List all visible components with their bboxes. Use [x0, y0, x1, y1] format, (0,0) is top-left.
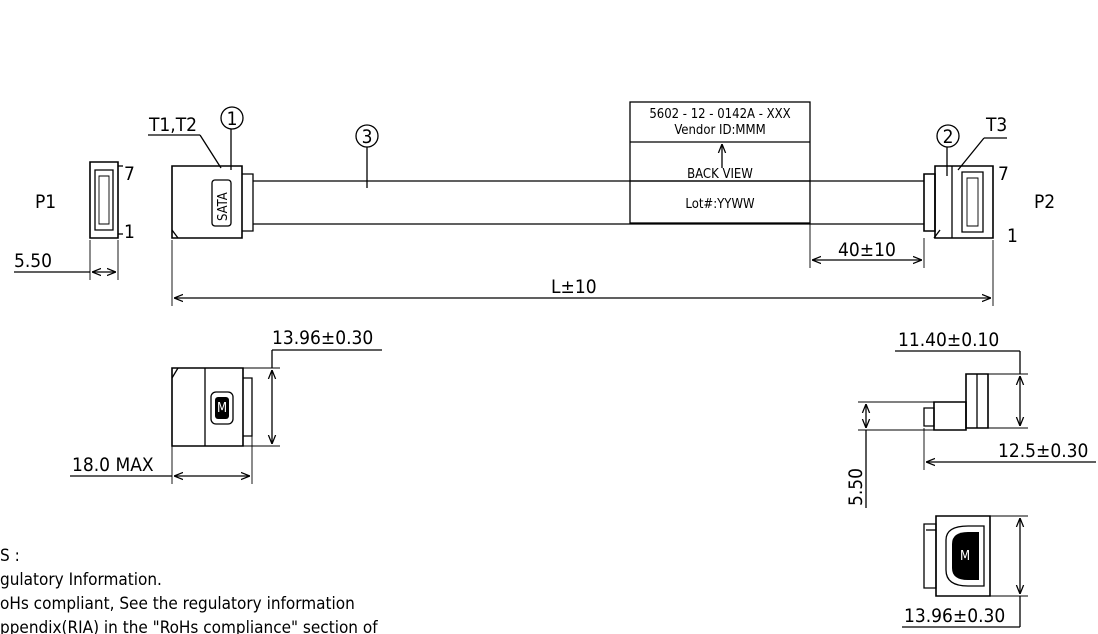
svg-text:T1,T2: T1,T2	[148, 114, 197, 136]
svg-text:1: 1	[1007, 225, 1018, 247]
vendor-id-text: Vendor ID:MMM	[674, 123, 765, 138]
svg-text:40±10: 40±10	[838, 239, 896, 261]
right-bottom-dim: 13.96±0.30	[904, 605, 1005, 627]
left-connector-body: SATA	[171, 165, 254, 239]
left-connector-side-view: M 13.96±0.30 18.0 MAX	[70, 327, 382, 484]
right-top-dim: 11.40±0.10	[898, 329, 999, 351]
svg-text:oHs compliant, See the reg: oHs compliant, See the regulatory inform…	[0, 594, 355, 614]
svg-text:P2: P2	[1034, 191, 1055, 213]
right-connector-body	[923, 165, 994, 239]
svg-text:3: 3	[362, 126, 373, 148]
p1-width-dim: 5.50	[14, 250, 52, 272]
right-connector-side-view: 11.40±0.10 12.5±0.30 5.50	[845, 329, 1096, 508]
balloon-2: 2	[936, 124, 960, 176]
svg-text:S :: S :	[0, 546, 20, 566]
svg-text:7: 7	[124, 163, 135, 185]
balloon-3: 3	[355, 124, 379, 188]
strip-length-dimension: 40±10	[809, 224, 925, 268]
p1-connector-face: P1 7 1 5.50	[14, 161, 135, 280]
svg-text:T3: T3	[985, 114, 1007, 136]
svg-text:2: 2	[943, 126, 954, 148]
svg-text:M: M	[960, 549, 970, 564]
notes-block: S : gulatory Information. oHs compliant,…	[0, 546, 378, 634]
sata-marking: SATA	[216, 192, 231, 221]
svg-text:M: M	[217, 401, 227, 416]
svg-text:gulatory Information.: gulatory Information.	[0, 570, 162, 590]
right-offset-dim: 12.5±0.30	[998, 440, 1088, 462]
svg-text:ppendix(RIA) in the "RoHs: ppendix(RIA) in the "RoHs compliance" se…	[0, 618, 378, 634]
left-depth-dim: 18.0 MAX	[72, 454, 154, 476]
balloon-1: 1	[220, 106, 244, 170]
svg-text:L±10: L±10	[551, 276, 597, 298]
cable-label-box: 5602 - 12 - 0142A - XXX Vendor ID:MMM BA…	[629, 101, 811, 224]
overall-length-dimension: L±10	[171, 240, 994, 306]
lot-number-text: Lot#:YYWW	[685, 197, 755, 212]
left-height-dim: 13.96±0.30	[272, 327, 373, 349]
t1t2-callout: T1,T2	[148, 114, 222, 169]
right-connector-front-view: M 13.96±0.30	[902, 515, 1028, 628]
part-number-text: 5602 - 12 - 0142A - XXX	[649, 107, 790, 122]
t3-callout: T3	[957, 114, 1007, 171]
svg-text:7: 7	[998, 163, 1009, 185]
p2-label-group: 7 1 P2	[998, 163, 1055, 247]
cable-top-view: SATA 5602 - 12 - 0142A - XXX Vendor ID:M…	[148, 101, 1007, 306]
svg-text:1: 1	[227, 108, 238, 130]
right-side-dim: 5.50	[845, 468, 867, 506]
svg-text:1: 1	[124, 221, 135, 243]
svg-text:P1: P1	[35, 191, 56, 213]
back-view-text: BACK VIEW	[687, 167, 753, 182]
